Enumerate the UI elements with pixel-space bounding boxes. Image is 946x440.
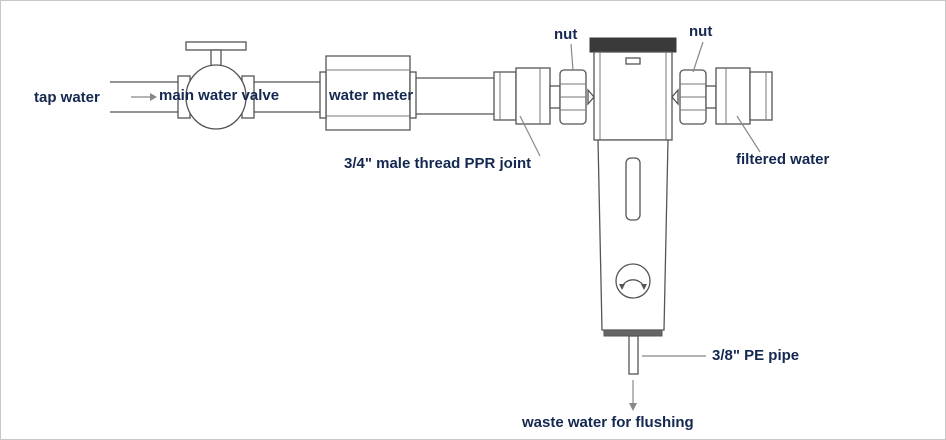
flow-arrow-icon [131, 93, 157, 101]
left-ppr-joint [493, 67, 561, 125]
water-meter-label: water meter [329, 87, 414, 104]
water-meter [319, 55, 417, 131]
nut-left-label: nut [554, 26, 578, 43]
left-nut [559, 69, 595, 125]
flush-knob-icon [615, 263, 651, 299]
right-nut [671, 69, 707, 125]
filter-bowl [597, 139, 669, 337]
tap-water-label: tap water [34, 89, 100, 106]
pe-drain-pipe [628, 335, 639, 375]
pe-pipe-label: 3/8" PE pipe [712, 347, 800, 364]
filtered-water-label: filtered water [736, 151, 830, 168]
main-water-valve-label: main water valve [159, 87, 280, 104]
nut-right-label: nut [689, 23, 713, 40]
waste-water-label: waste water for flushing [522, 414, 694, 431]
right-ppr-joint [705, 67, 773, 125]
main-water-valve [177, 41, 255, 130]
leader-lines [519, 41, 761, 357]
ppr-joint-label: 3/4" male thread PPR joint [344, 155, 532, 172]
inlet-pipe [110, 77, 500, 115]
filter-head [589, 37, 677, 141]
drain-arrow-icon [629, 380, 637, 411]
